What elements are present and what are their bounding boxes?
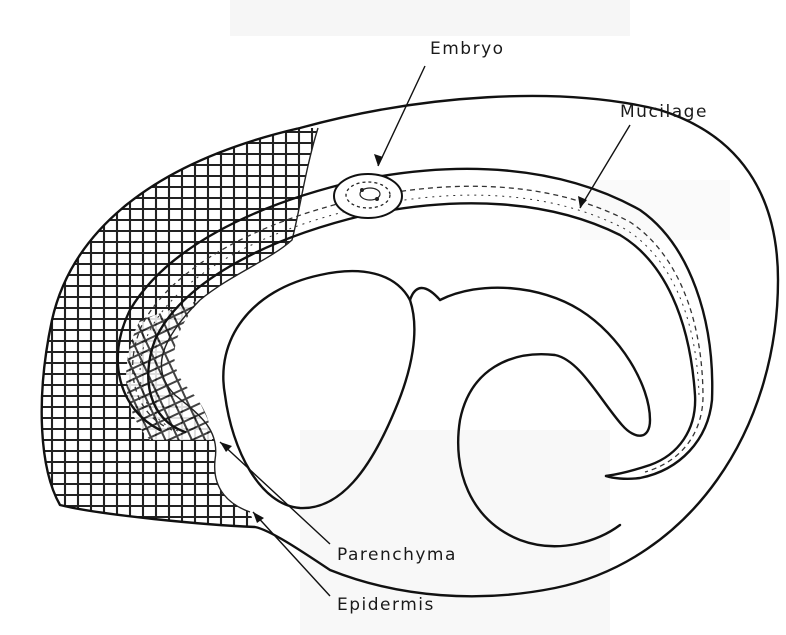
- parenchyma-label: Parenchyma: [337, 545, 457, 565]
- embryo-structure: [334, 174, 402, 218]
- embryo-pointer: [374, 66, 425, 166]
- background-bleed: [230, 0, 730, 635]
- embryo-label: Embryo: [430, 39, 505, 59]
- parenchyma-tissue: [42, 128, 318, 527]
- mucilage-label: Mucilage: [620, 102, 708, 122]
- epidermis-label: Epidermis: [337, 595, 435, 615]
